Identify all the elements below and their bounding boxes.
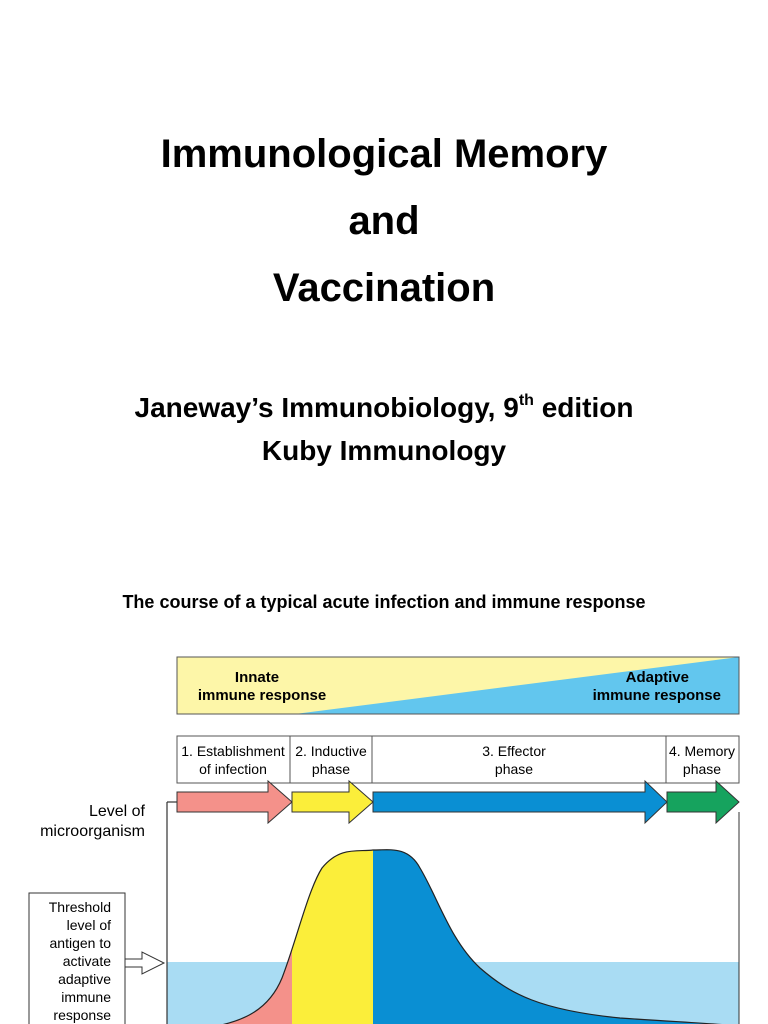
- phase-3-arrow: [372, 779, 668, 825]
- figure-caption: The course of a typical acute infection …: [122, 592, 646, 612]
- phase-3-label-line1: 3. Effector: [482, 743, 546, 759]
- title-line-2: and: [348, 199, 420, 243]
- phase-1-arrow: [176, 779, 293, 825]
- y-axis-label-line1: Level of: [89, 803, 146, 820]
- phase-4-label-line1: 4. Memory: [669, 743, 735, 759]
- curve-phase-2-fill: [292, 849, 373, 1024]
- phase-arrows: [176, 779, 740, 825]
- reference-kuby: Kuby Immunology: [261, 435, 507, 466]
- phase-box-3: [371, 735, 667, 784]
- threshold-label-line2: level of: [67, 917, 111, 933]
- title-line-3: Vaccination: [272, 266, 496, 310]
- phase-2-arrow: [291, 779, 374, 825]
- phase-1-label-line1: 1. Establishment: [181, 743, 285, 759]
- phase-boxes: 1. Establishment of infection 2. Inducti…: [176, 735, 740, 784]
- phase-box-4: [665, 735, 740, 784]
- threshold-label-line6: immune: [61, 989, 111, 1005]
- innate-label-line2: immune response: [198, 687, 326, 704]
- reference-janeway-title: Janeway’s Immunobiology, 9: [134, 392, 519, 423]
- threshold-label-line1: Threshold: [49, 899, 111, 915]
- phase-box-1: [176, 735, 291, 784]
- phase-1-label-line2: of infection: [199, 761, 267, 777]
- adaptive-label-line1: Adaptive: [626, 669, 689, 686]
- title-line-1: Immunological Memory: [160, 132, 608, 176]
- reference-janeway-edition: edition: [533, 392, 634, 423]
- threshold-pointer-arrow: [124, 951, 166, 975]
- threshold-box: [28, 892, 126, 1024]
- plot-area: [166, 801, 740, 1024]
- adaptive-band: [295, 657, 739, 714]
- threshold-label-line5: adaptive: [58, 971, 111, 987]
- phase-3-label-line2: phase: [495, 761, 533, 777]
- adaptive-label-line2: immune response: [593, 687, 721, 704]
- curve-outline: [222, 849, 723, 1024]
- phase-2-label-line2: phase: [312, 761, 350, 777]
- phase-4-arrow: [666, 779, 740, 825]
- reference-janeway: Janeway’s Immunobiology, 9th edition: [0, 384, 768, 425]
- phase-2-label-line1: 2. Inductive: [295, 743, 367, 759]
- y-axis-label-line2: microorganism: [40, 823, 145, 840]
- threshold-label-line7: response: [53, 1007, 111, 1023]
- threshold-label-line3: antigen to: [50, 935, 112, 951]
- phase-4-label-line2: phase: [683, 761, 721, 777]
- threshold-label-line4: activate: [63, 953, 111, 969]
- threshold-callout: Threshold level of antigen to activate a…: [28, 892, 166, 1024]
- response-banner-border: [176, 656, 740, 715]
- response-banner: Innate immune response Adaptive immune r…: [176, 656, 740, 715]
- infection-course-diagram: Innate immune response Adaptive immune r…: [28, 656, 740, 1024]
- reference-janeway-superscript: th: [518, 392, 534, 409]
- innate-label-line1: Innate: [235, 669, 279, 686]
